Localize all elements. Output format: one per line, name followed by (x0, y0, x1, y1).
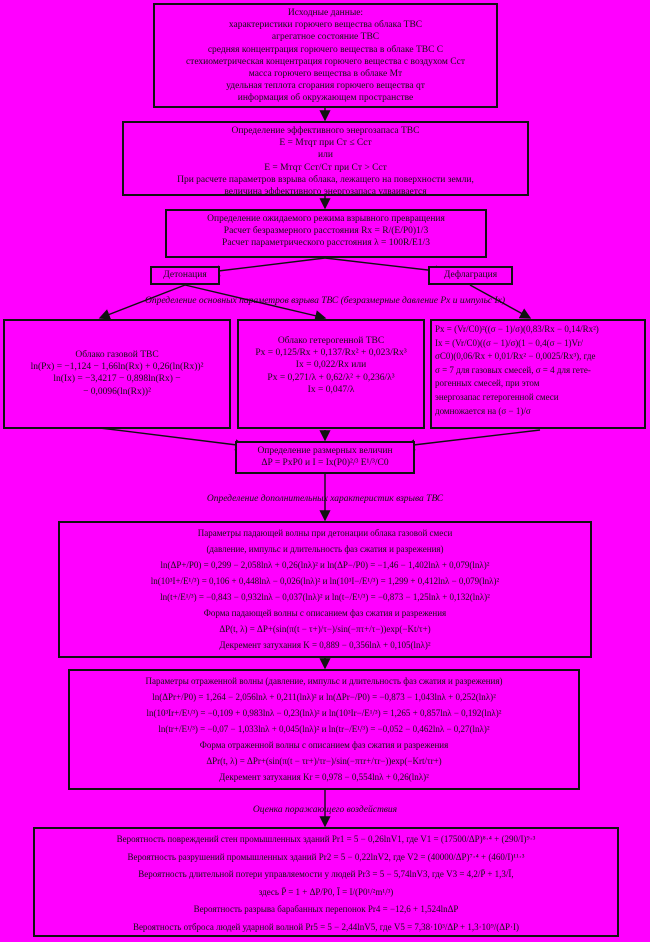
damage-probability-box: Вероятность повреждений стен промышленны… (33, 827, 619, 937)
incident-line: Параметры падающей волны при детонации о… (197, 528, 453, 538)
hetero-line: Px = 0,125/Rx + 0,137/Rx² + 0,023/Rx³ (255, 348, 407, 359)
incident-wave-box: Параметры падающей волны при детонации о… (58, 521, 592, 658)
gas-cloud-line: ln(Ix) = −3,4217 − 0,898ln(Rx) − (53, 374, 181, 385)
energy-line: E = Mтqт Cст/Cт при Cт > Cст (264, 162, 387, 173)
incident-line: (давление, импульс и длительность фаз сж… (206, 544, 444, 554)
dim-line: ΔP = PxP0 и I = Ix(P0)²/³ E¹/³/C0 (261, 458, 389, 469)
input-data-line: удельная теплота сгорания горючего вещес… (226, 81, 425, 92)
deflagration-params-box: Px = (Vr/C0)²((σ − 1)/σ)(0,83/Rx − 0,14/… (430, 319, 646, 429)
input-data-box: Исходные данные: характеристики горючего… (153, 3, 498, 108)
detonation-box: Детонация (150, 266, 220, 285)
hetero-line: Ix = 0,047/λ (307, 384, 355, 395)
reflected-line: ΔPr(t, λ) = ΔPr+(sin(π(t − τr+)/τr−)/sin… (206, 756, 442, 766)
damage-assessment-label: Оценка поражающего воздействия (252, 805, 398, 815)
defl-line: Px = (Vr/C0)²((σ − 1)/σ)(0,83/Rx − 0,14/… (435, 324, 599, 334)
hetero-line: Облако гетерогенной ТВС (277, 336, 385, 346)
input-data-line: характеристики горючего вещества облака … (228, 20, 423, 31)
hetero-line: Ix = 0,022/Rx или (295, 360, 367, 371)
gas-cloud-box: Облако газовой ТВС ln(Px) = −1,124 − 1,6… (3, 319, 231, 429)
detonation-label: Детонация (163, 270, 207, 280)
hetero-line: Px = 0,271/λ + 0,62/λ² + 0,236/λ³ (267, 372, 395, 383)
reflected-line: Декремент затухания Kr = 0,978 − 0,554ln… (219, 772, 429, 782)
input-data-line: стехиометрическая концентрация горючего … (185, 56, 466, 67)
defl-line: энергозапас гетерогенной смеси (435, 391, 559, 402)
mode-line: Определение ожидаемого режима взрывного … (207, 214, 445, 224)
defl-line: σC0)(0,06/Rx + 0,01/Rx² − 0,0025/Rx³), г… (435, 351, 596, 362)
defl-line: Ix = (Vr/C0)((σ − 1)/σ)(1 − 0,4(σ − 1)Vr… (435, 337, 583, 348)
damage-line: Вероятность повреждений стен промышленны… (116, 834, 536, 844)
deflagration-label: Дефлаграция (443, 270, 498, 280)
heterogeneous-cloud-box: Облако гетерогенной ТВС Px = 0,125/Rx + … (237, 319, 425, 429)
main-params-label: Определение основных параметров взрыва Т… (144, 296, 506, 306)
mode-line: Расчет безразмерного расстояния Rx = R/(… (223, 226, 429, 237)
defl-line: домножается на (σ − 1)/σ (435, 405, 531, 416)
dimensional-values-box: Определение размерных величин ΔP = PxP0 … (235, 441, 415, 474)
input-data-line: средняя концентрация горючего вещества в… (207, 44, 444, 55)
incident-line: ln(ΔP+/P0) = 0,299 − 2,058lnλ + 0,26(lnλ… (160, 560, 490, 570)
reflected-line: Форма отраженной волны с описанием фаз с… (199, 740, 449, 750)
defl-line: σ = 7 для газовых смесей, σ = 4 для гете… (435, 364, 591, 375)
deflagration-box: Дефлаграция (428, 266, 513, 285)
explosion-mode-box: Определение ожидаемого режима взрывного … (165, 209, 487, 258)
damage-line: Вероятность отброса людей ударной волной… (132, 921, 520, 932)
input-data-line: Исходные данные: (287, 8, 364, 18)
damage-line: здесь P̄ = 1 + ΔP/P0, Ī = I/(P0¹/²m¹/³) (258, 886, 394, 897)
reflected-wave-box: Параметры отраженной волны (давление, им… (68, 669, 580, 790)
reflected-line: Параметры отраженной волны (давление, им… (145, 676, 503, 686)
energy-line: или (318, 150, 333, 161)
dim-line: Определение размерных величин (257, 446, 393, 456)
input-data-line: информация об окружающем пространстве (237, 93, 414, 104)
gas-cloud-line: Облако газовой ТВС (75, 350, 159, 360)
reflected-line: ln(tr+/E¹/³) = −0,07 − 1,033lnλ + 0,045(… (158, 724, 490, 734)
incident-line: ln(10³I+/E¹/³) = 0,106 + 0,448lnλ − 0,02… (150, 576, 500, 586)
additional-params-label: Определение дополнительных характеристик… (206, 494, 444, 504)
input-data-line: агрегатное состояние ТВС (271, 32, 380, 43)
incident-line: ΔP(t, λ) = ΔP+(sin(π(t − τ+)/τ−)/sin(−πτ… (219, 624, 431, 634)
damage-line: Вероятность разрыва барабанных перепонок… (193, 904, 459, 914)
energy-line: E = Mтqт при Cт ≤ Cст (279, 138, 372, 149)
energy-line: При расчете параметров взрыва облака, ле… (177, 174, 474, 185)
defl-line: рогенных смесей, при этом (435, 378, 540, 389)
input-data-line: масса горючего вещества в облаке Мт (248, 69, 403, 80)
reflected-line: ln(ΔPr+/P0) = 1,264 − 2,056lnλ + 0,211(l… (152, 692, 496, 702)
mode-line: Расчет параметрического расстояния λ = 1… (222, 238, 430, 249)
incident-line: ln(t+/E¹/³) = −0,843 − 0,932lnλ − 0,037(… (160, 592, 490, 602)
reflected-line: ln(10³Ir+/E¹/³) = −0,109 + 0,983lnλ − 0,… (146, 708, 502, 718)
energy-line: Определение эффективного энергозапаса ТВ… (231, 126, 420, 136)
energy-line: величина эффективного энергозапаса удваи… (224, 187, 427, 198)
gas-cloud-line: ln(Px) = −1,124 − 1,66ln(Rx) + 0,26(ln(R… (30, 362, 204, 373)
gas-cloud-line: − 0,0096(ln(Rx))² (83, 386, 151, 397)
energy-reserve-box: Определение эффективного энергозапаса ТВ… (122, 121, 529, 198)
incident-line: Форма падающей волны с описанием фаз сжа… (203, 608, 447, 618)
incident-line: Декремент затухания K = 0,889 − 0,356lnλ… (219, 640, 431, 650)
damage-line: Вероятность разрушений промышленных здан… (127, 851, 525, 862)
damage-line: Вероятность длительной потери управляемо… (138, 869, 514, 879)
